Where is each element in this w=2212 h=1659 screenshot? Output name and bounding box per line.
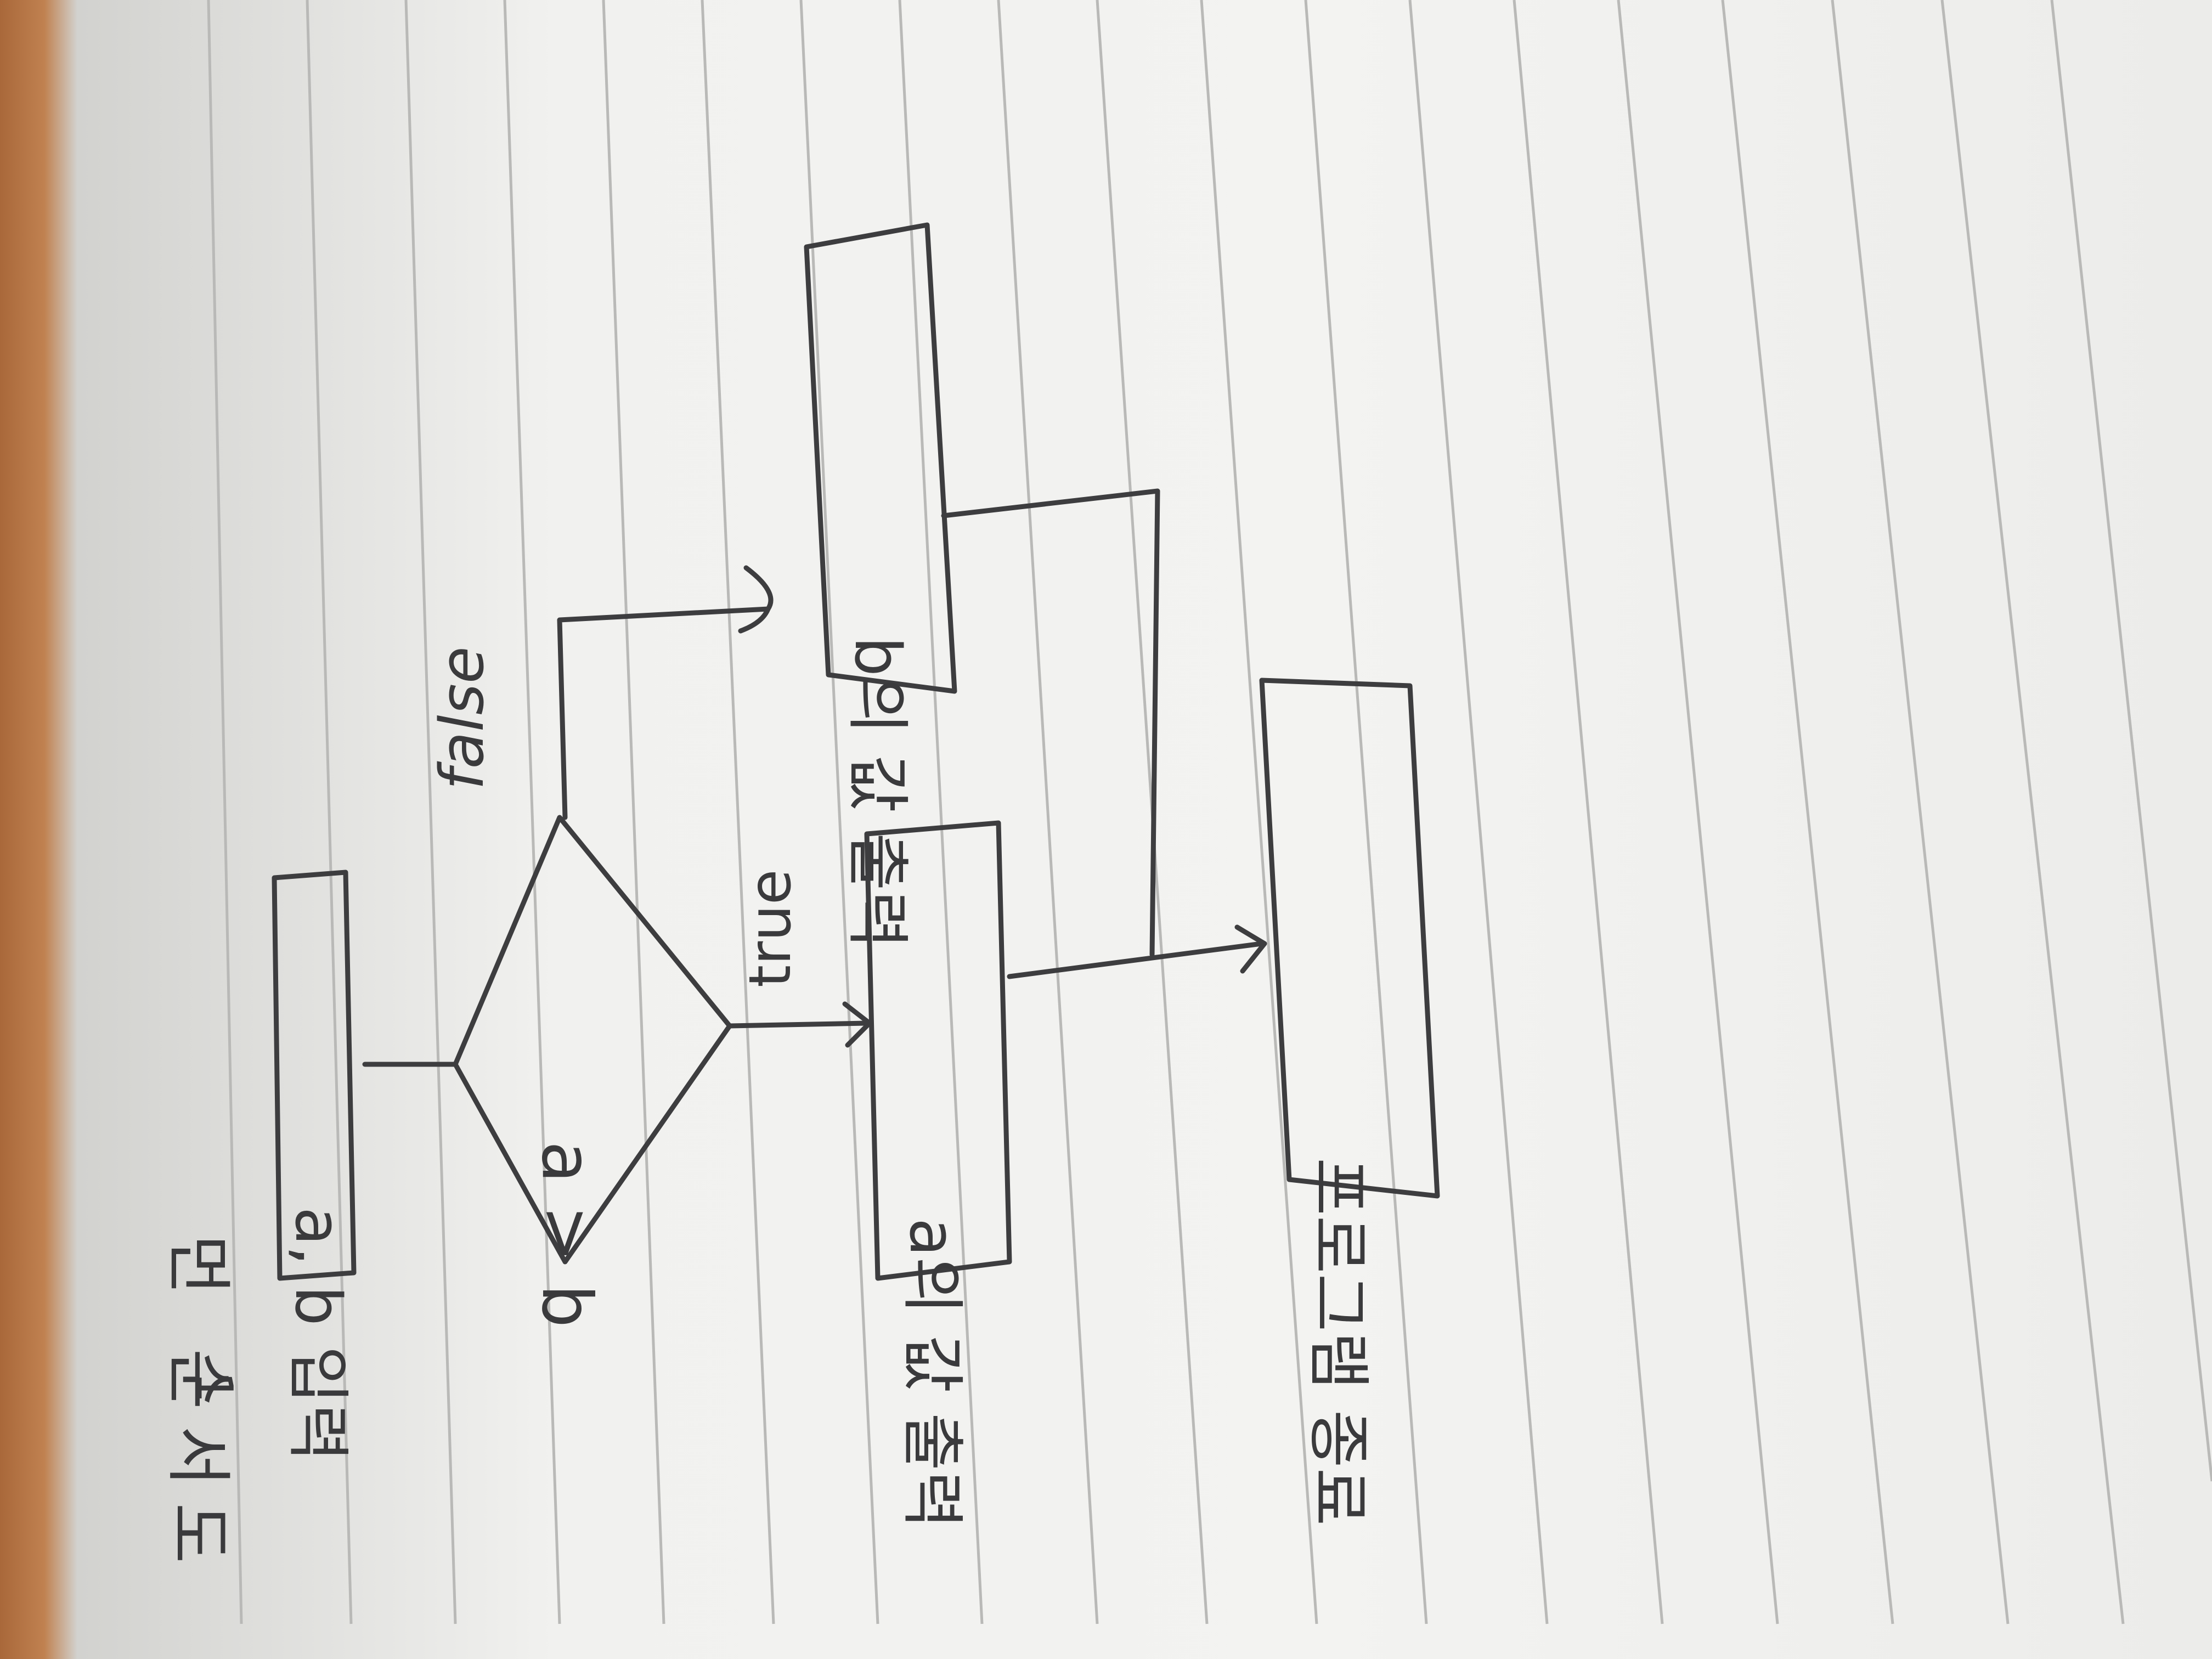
true-output-box <box>864 820 1012 1281</box>
false-output-box <box>804 222 957 694</box>
true-output-to-end-line <box>1007 941 1265 979</box>
rule-line <box>1200 0 1318 1624</box>
true-branch-line <box>727 1020 870 1029</box>
rule-line <box>1513 0 1664 1624</box>
input-box <box>272 870 357 1281</box>
false-output-label: b의 값 출력 <box>840 636 914 949</box>
rule-line <box>602 0 665 1624</box>
end-box-label: 프로그램 종료 <box>1301 1158 1375 1526</box>
page-title: 먼 순서도 <box>160 1234 236 1580</box>
false-label: false <box>427 646 497 790</box>
rule-line <box>1617 0 1779 1624</box>
rule-line <box>404 0 457 1624</box>
rule-line <box>701 0 775 1624</box>
false-branch-line <box>557 606 771 820</box>
input-box-label: a, b 입력 <box>281 1207 354 1462</box>
false-branch-arrowhead <box>738 565 774 634</box>
page-number: 1 <box>185 1372 243 1403</box>
rule-line <box>799 0 879 1624</box>
true-label: true <box>737 870 804 988</box>
false-output-to-end-line <box>941 488 1160 957</box>
rule-line <box>1408 0 1549 1624</box>
end-box <box>1259 678 1440 1199</box>
true-output-label: a의 값 출력 <box>895 1218 969 1529</box>
rule-line <box>898 0 984 1624</box>
rule-line <box>1304 0 1428 1624</box>
rule-line <box>207 0 243 1624</box>
rule-line <box>2050 0 2212 1482</box>
rule-line <box>306 0 353 1624</box>
rule-line <box>997 0 1099 1624</box>
rule-line <box>1831 0 2010 1624</box>
rule-line <box>503 0 561 1624</box>
decision-label: a > b <box>527 1141 606 1328</box>
end-arrowhead <box>1234 924 1267 974</box>
rule-line <box>1940 0 2125 1624</box>
rule-line <box>1721 0 1894 1624</box>
